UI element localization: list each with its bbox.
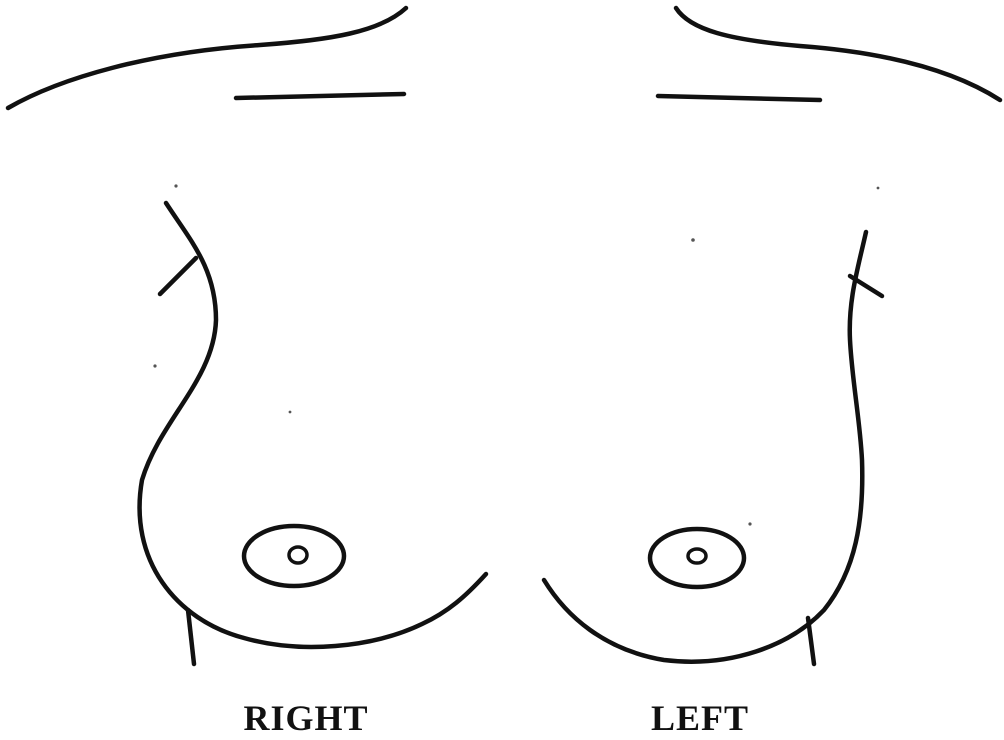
speck	[289, 411, 292, 414]
speck	[748, 522, 751, 525]
left-nipple	[688, 549, 706, 563]
left-clavicle-line	[658, 96, 820, 100]
left-breast-outline	[544, 232, 866, 662]
right-side-label: RIGHT	[243, 700, 368, 736]
right-areola	[244, 526, 344, 586]
speck	[153, 364, 156, 367]
speck	[691, 238, 695, 242]
right-underarm-line	[188, 610, 194, 664]
left-areola	[650, 529, 744, 587]
left-shoulder-line	[676, 8, 1000, 100]
left-underarm-line	[808, 618, 814, 664]
speck	[174, 184, 177, 187]
right-axilla-tick	[160, 258, 196, 294]
right-clavicle-line	[236, 94, 404, 98]
right-breast-outline	[140, 203, 486, 647]
left-side-label: LEFT	[651, 700, 749, 736]
right-shoulder-line	[8, 8, 406, 108]
right-nipple	[289, 547, 307, 563]
speck	[877, 187, 880, 190]
